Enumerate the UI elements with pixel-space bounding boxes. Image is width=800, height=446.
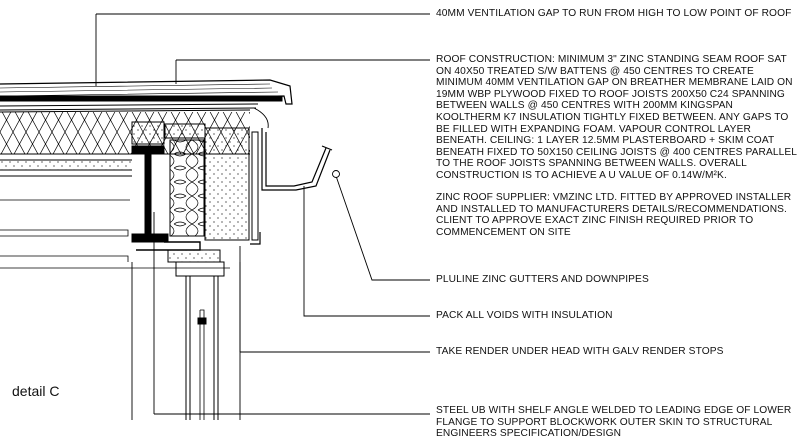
detail-label: detail C — [12, 383, 60, 399]
note-render: Take render under head with galv render … — [436, 346, 724, 357]
wall-and-lintel — [131, 121, 261, 251]
note-pack-voids: Pack all voids with insulation — [436, 310, 613, 321]
note-steel-ub: Steel UB with shelf angle welded to lead… — [436, 405, 792, 440]
leader-lines — [95, 13, 430, 415]
note-gutters: Pluline zinc gutters and downpipes — [436, 274, 649, 285]
note-roof-construction: Roof construction: Minimum 3" zinc stand… — [436, 54, 797, 181]
gutter — [253, 107, 333, 191]
note-ventilation-gap: 40mm ventilation gap to run from high to… — [436, 8, 792, 19]
window-frame — [0, 249, 241, 420]
note-zinc-supplier: Zinc roof supplier: VMZinc Ltd. Fitted b… — [436, 192, 792, 238]
